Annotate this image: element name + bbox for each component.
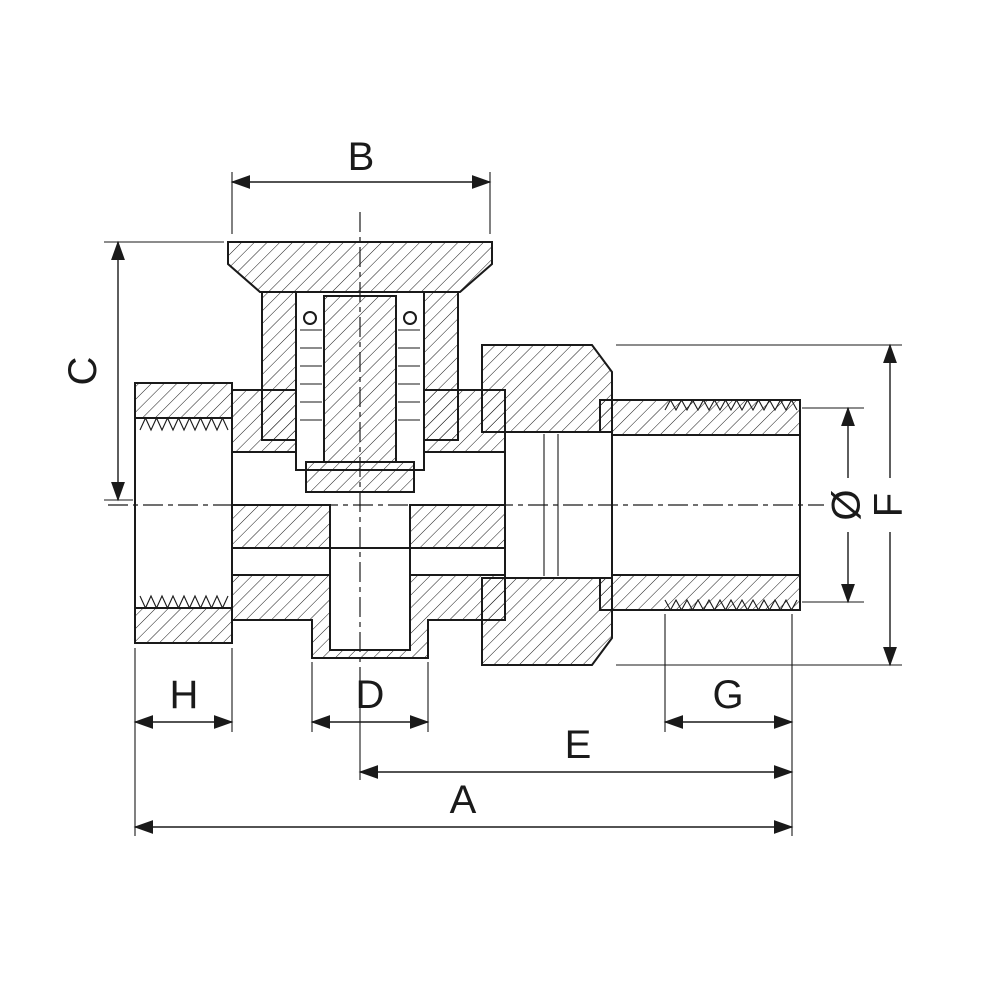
right-union-nut-top <box>481 344 613 433</box>
right-union-nut-bottom <box>481 577 613 666</box>
dim-label-e: E <box>565 723 592 767</box>
dim-label-c: C <box>61 357 105 386</box>
male-thread-bottom <box>664 598 798 612</box>
dim-label-a: A <box>450 778 477 822</box>
dimension-d: D <box>310 662 430 732</box>
dim-label-diameter: Ø <box>825 489 869 520</box>
dim-label-h: H <box>170 673 199 717</box>
dimension-e: E <box>358 700 794 780</box>
dim-label-f: F <box>867 493 911 517</box>
valve-cross-section <box>134 241 801 666</box>
centerlines <box>108 212 824 700</box>
seat-left <box>231 504 331 549</box>
left-thread-top <box>139 416 229 432</box>
seat-right <box>409 504 506 549</box>
dimension-f: F <box>616 343 911 667</box>
left-thread-bottom <box>139 594 229 610</box>
dimension-diameter: Ø <box>802 406 869 604</box>
dimension-c: C <box>61 240 224 502</box>
male-thread-top <box>664 398 798 412</box>
left-nut-bore <box>134 417 233 609</box>
dimension-a: A <box>133 778 794 834</box>
bonnet-wall-right <box>423 291 459 441</box>
stem-thread-ticks <box>300 329 420 421</box>
gland-screw-left <box>303 311 317 325</box>
dimension-g: G <box>663 614 794 836</box>
bonnet-wall-left <box>261 291 297 441</box>
dim-label-g: G <box>712 673 743 717</box>
dimension-b: B <box>230 135 492 234</box>
dimension-h: H <box>133 648 234 836</box>
tailpiece-bore <box>599 434 801 576</box>
gland-screw-right <box>403 311 417 325</box>
dim-label-b: B <box>348 135 375 179</box>
lower-port-bore <box>329 547 411 651</box>
